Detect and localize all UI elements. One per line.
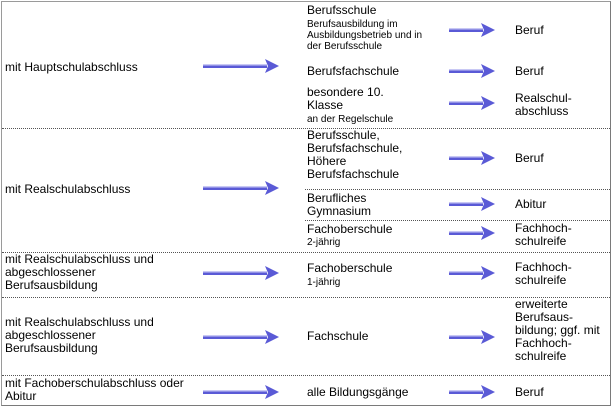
right-arrow-icon [449,226,495,240]
result-label: Fachhoch-schulreife [515,221,572,248]
school-name: Fachoberschule [307,222,393,236]
qualification-label: mit Realschulabschluss und abgeschlossen… [5,252,154,292]
right-arrow-icon [449,385,495,399]
school-note: an der Regelschule [307,114,394,125]
qualification-label: mit Realschulabschluss und abgeschlossen… [5,315,154,355]
result-label: Realschul-abschluss [515,91,572,118]
school-note: 2-jährig [307,237,341,248]
school-name: Berufsfachschule [307,64,400,78]
subrow-divider [305,189,610,190]
row-divider [2,128,610,129]
school-name: besondere 10. Klasse [307,85,384,112]
qualification-label: mit Hauptschulabschluss [5,60,138,74]
row-divider [2,297,610,298]
result-label: Beruf [515,385,544,399]
right-arrow-icon [203,330,279,344]
right-arrow-icon [449,64,495,78]
result-label: Beruf [515,64,544,78]
qualification-label: mit Fachoberschulabschluss oder Abitur [5,376,184,403]
right-arrow-icon [449,151,495,165]
right-arrow-icon [203,59,279,73]
school-note: 1-jährig [307,277,341,288]
right-arrow-icon [449,197,495,211]
row-divider [2,252,610,253]
row-divider [2,375,610,376]
school-note: Berufsausbildung im Ausbildungsbetrieb u… [307,19,423,52]
right-arrow-icon [203,266,279,280]
right-arrow-icon [449,23,495,37]
right-arrow-icon [203,181,279,195]
result-label: Beruf [515,23,544,37]
right-arrow-icon [449,96,495,110]
school-name: Fachschule [307,329,369,343]
right-arrow-icon [203,385,279,399]
result-label: erweiterte Berufsaus-bildung; ggf. mit F… [515,297,600,363]
school-name: alle Bildungsgänge [307,385,409,399]
subrow-divider [305,220,610,221]
school-name: Berufsschule, Berufsfachschule, Höhere B… [307,128,403,181]
result-label: Abitur [515,197,547,211]
school-name: Berufsschule [307,3,377,17]
right-arrow-icon [449,330,495,344]
result-label: Fachhoch-schulreife [515,260,572,287]
school-name: Berufliches Gymnasium [307,191,372,218]
school-name: Fachoberschule [307,261,393,275]
qualification-label: mit Realschulabschluss [5,182,131,196]
right-arrow-icon [449,266,495,280]
result-label: Beruf [515,151,544,165]
